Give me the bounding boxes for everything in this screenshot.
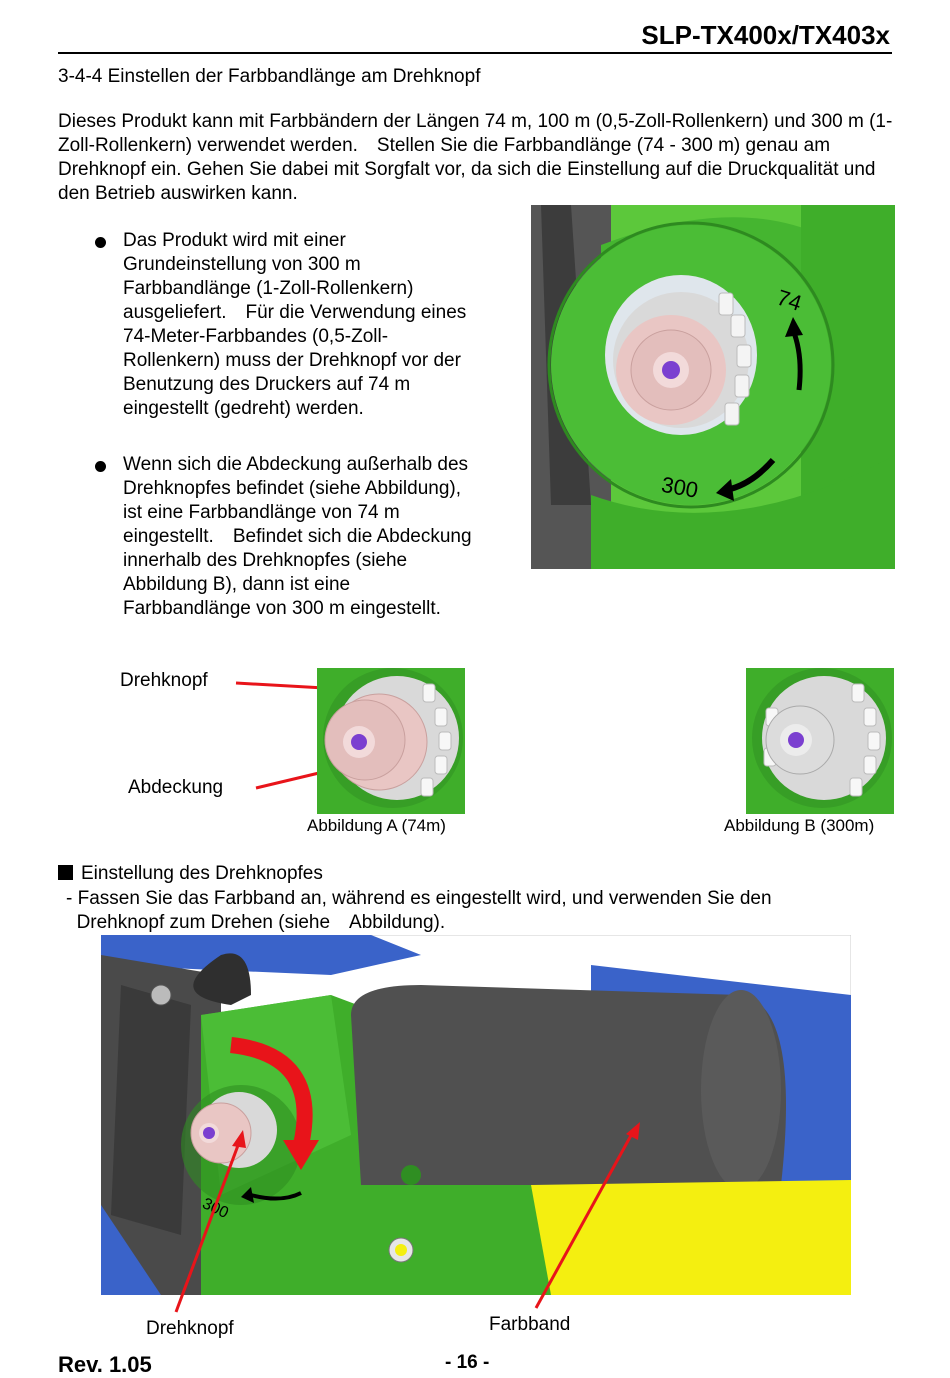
label-drehknopf-a: Drehknopf — [120, 670, 208, 691]
figure-knob-dial: 74 300 — [531, 205, 895, 569]
figure-b-knob-300m — [746, 668, 894, 814]
figure-bottom-arrows — [140, 1120, 660, 1320]
bullet-dot-1 — [95, 237, 106, 248]
bullet-text-2: Wenn sich die Abdeckung außerhalb des Dr… — [123, 454, 472, 619]
bullet-dot-2 — [95, 461, 106, 472]
adjustment-title: Einstellung des Drehknopfes — [58, 863, 323, 885]
header-rule — [58, 52, 892, 54]
intro-paragraph: Dieses Produkt kann mit Farbbändern der … — [58, 111, 893, 204]
figure-a-knob-74m — [317, 668, 465, 814]
adjustment-text: - Fassen Sie das Farbband an, während es… — [66, 888, 772, 933]
section-title: 3-4-4 Einstellen der Farbbandlänge am Dr… — [58, 66, 481, 87]
label-abdeckung-a: Abdeckung — [128, 777, 224, 798]
bullet-text-1: Das Produkt wird mit einer Grundeinstell… — [123, 230, 467, 419]
document-title: SLP-TX400x/TX403x — [641, 20, 890, 50]
figure-a-arrows — [0, 660, 360, 800]
label-farbband: Farbband — [489, 1314, 571, 1335]
footer-revision: Rev. 1.05 — [58, 1352, 152, 1377]
footer-page-number: - 16 - — [445, 1352, 490, 1373]
figure-ribbon-adjustment: 300 — [101, 935, 851, 1295]
square-bullet-icon — [58, 865, 73, 880]
label-drehknopf-bottom: Drehknopf — [146, 1318, 234, 1339]
caption-figure-b: Abbildung B (300m) — [724, 816, 875, 835]
caption-figure-a: Abbildung A (74m) — [307, 816, 446, 835]
